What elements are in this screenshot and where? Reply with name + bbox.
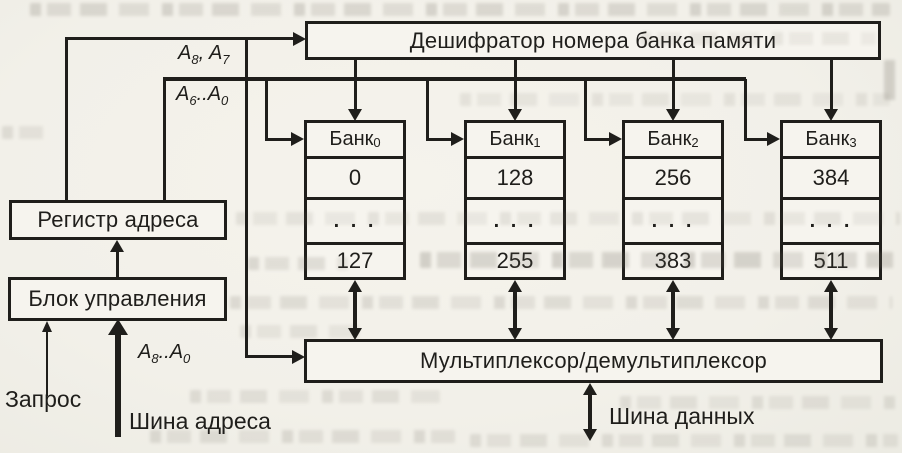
bank3-ellipsis: . . . [783, 197, 879, 242]
control-unit-label: Блок управления [28, 286, 207, 311]
address-register-box: Регистр адреса [9, 200, 227, 240]
decoder-select-arrowhead-0 [348, 109, 362, 121]
address-bus-arrowhead [108, 319, 128, 335]
bank0-feed-horizontal [265, 138, 292, 141]
bank0-first-address: 0 [307, 156, 403, 197]
mux-demux-box: Мультиплексор/демультиплексор [304, 339, 883, 383]
bank1-last-address: 255 [467, 242, 563, 277]
data-bus-arrowhead-up [583, 383, 597, 395]
bank3-feed-arrowhead [767, 132, 780, 146]
bank1-first-address: 128 [467, 156, 563, 197]
control-to-register-arrowhead [110, 240, 124, 252]
decoder-select-arrowhead-3 [824, 109, 838, 121]
bank-decoder-label: Дешифратор номера банка памяти [409, 27, 777, 53]
address-bus-label: Шина адреса [129, 408, 271, 434]
bleed-through-text [30, 3, 890, 16]
address-register-label: Регистр адреса [37, 207, 199, 232]
data-bus-arrowhead-down [583, 429, 597, 441]
bank2-data-arrowhead-up [666, 280, 680, 292]
request-label: Запрос [5, 386, 82, 412]
control-to-register-line [116, 249, 119, 277]
bleed-through-text [470, 434, 898, 447]
address-to-mux-line-vertical [245, 37, 248, 358]
bleed-through-text [190, 390, 440, 403]
bank3-last-address: 511 [783, 242, 879, 277]
mux-input-arrowhead [292, 350, 305, 364]
request-arrowhead [42, 321, 52, 332]
bank0-ellipsis: . . . [307, 197, 403, 242]
bank2-feed-arrowhead [609, 132, 622, 146]
bank1-data-arrowhead-up [508, 280, 522, 292]
bank3-feed-horizontal [744, 138, 768, 141]
control-unit-box: Блок управления [8, 277, 227, 321]
bank1-data-line [513, 290, 517, 330]
bank1-feed-arrowhead [451, 132, 464, 146]
bank2-feed-horizontal [584, 138, 610, 141]
bank3-feed-vertical [744, 79, 747, 140]
bank1-feed-vertical [426, 79, 429, 140]
a6-a0-bus-line [163, 77, 746, 81]
bank0-feed-vertical [265, 79, 268, 140]
a8-a7-line-vertical [65, 39, 68, 201]
bank3-data-arrowhead-down [824, 328, 838, 340]
bank2-data-arrowhead-down [666, 328, 680, 340]
decoder-select-arrowhead-2 [666, 109, 680, 121]
data-bus-label: Шина данных [609, 403, 755, 429]
bleed-through-text [460, 93, 890, 106]
decoder-select-arrowhead-1 [508, 109, 522, 121]
decoder-select-line-0 [354, 60, 357, 110]
bank0-last-address: 127 [307, 242, 403, 277]
decoder-select-line-1 [514, 60, 517, 110]
data-bus-line [588, 393, 592, 430]
bleed-through-text [230, 296, 892, 309]
bleed-through-text [2, 126, 44, 139]
a6-a0-label: A6..A0 [176, 83, 229, 108]
address-to-mux-line-horizontal [245, 355, 295, 358]
request-line [46, 330, 48, 396]
bank3-data-arrowhead-up [824, 280, 838, 292]
bank0-data-arrowhead-up [348, 280, 362, 292]
a8-a7-label: A8, A7 [178, 42, 230, 67]
bank3-first-address: 384 [783, 156, 879, 197]
address-bus-line [115, 333, 121, 437]
bank0-data-line [353, 290, 357, 330]
a8-a7-line-horizontal [65, 37, 295, 40]
bank2-first-address: 256 [625, 156, 721, 197]
mux-demux-label: Мультиплексор/демультиплексор [419, 348, 767, 373]
bank1-feed-horizontal [426, 138, 452, 141]
bank2-ellipsis: . . . [625, 197, 721, 242]
bank-decoder-box: Дешифратор номера банка памяти [305, 21, 881, 60]
bank2-data-line [671, 290, 675, 330]
a8-a0-label: A8..A0 [138, 341, 191, 366]
bank2-last-address: 383 [625, 242, 721, 277]
bank2-feed-vertical [584, 79, 587, 140]
bank1-ellipsis: . . . [467, 197, 563, 242]
bank3-data-line [829, 290, 833, 330]
bank1-data-arrowhead-down [508, 328, 522, 340]
bank0-feed-arrowhead [291, 132, 304, 146]
bank0-data-arrowhead-down [348, 328, 362, 340]
bleed-through-text [884, 60, 900, 100]
decoder-select-line-3 [830, 60, 833, 110]
decoder-input-arrowhead [293, 32, 306, 46]
decoder-select-line-2 [672, 60, 675, 110]
a6-a0-line-vertical [163, 78, 166, 201]
